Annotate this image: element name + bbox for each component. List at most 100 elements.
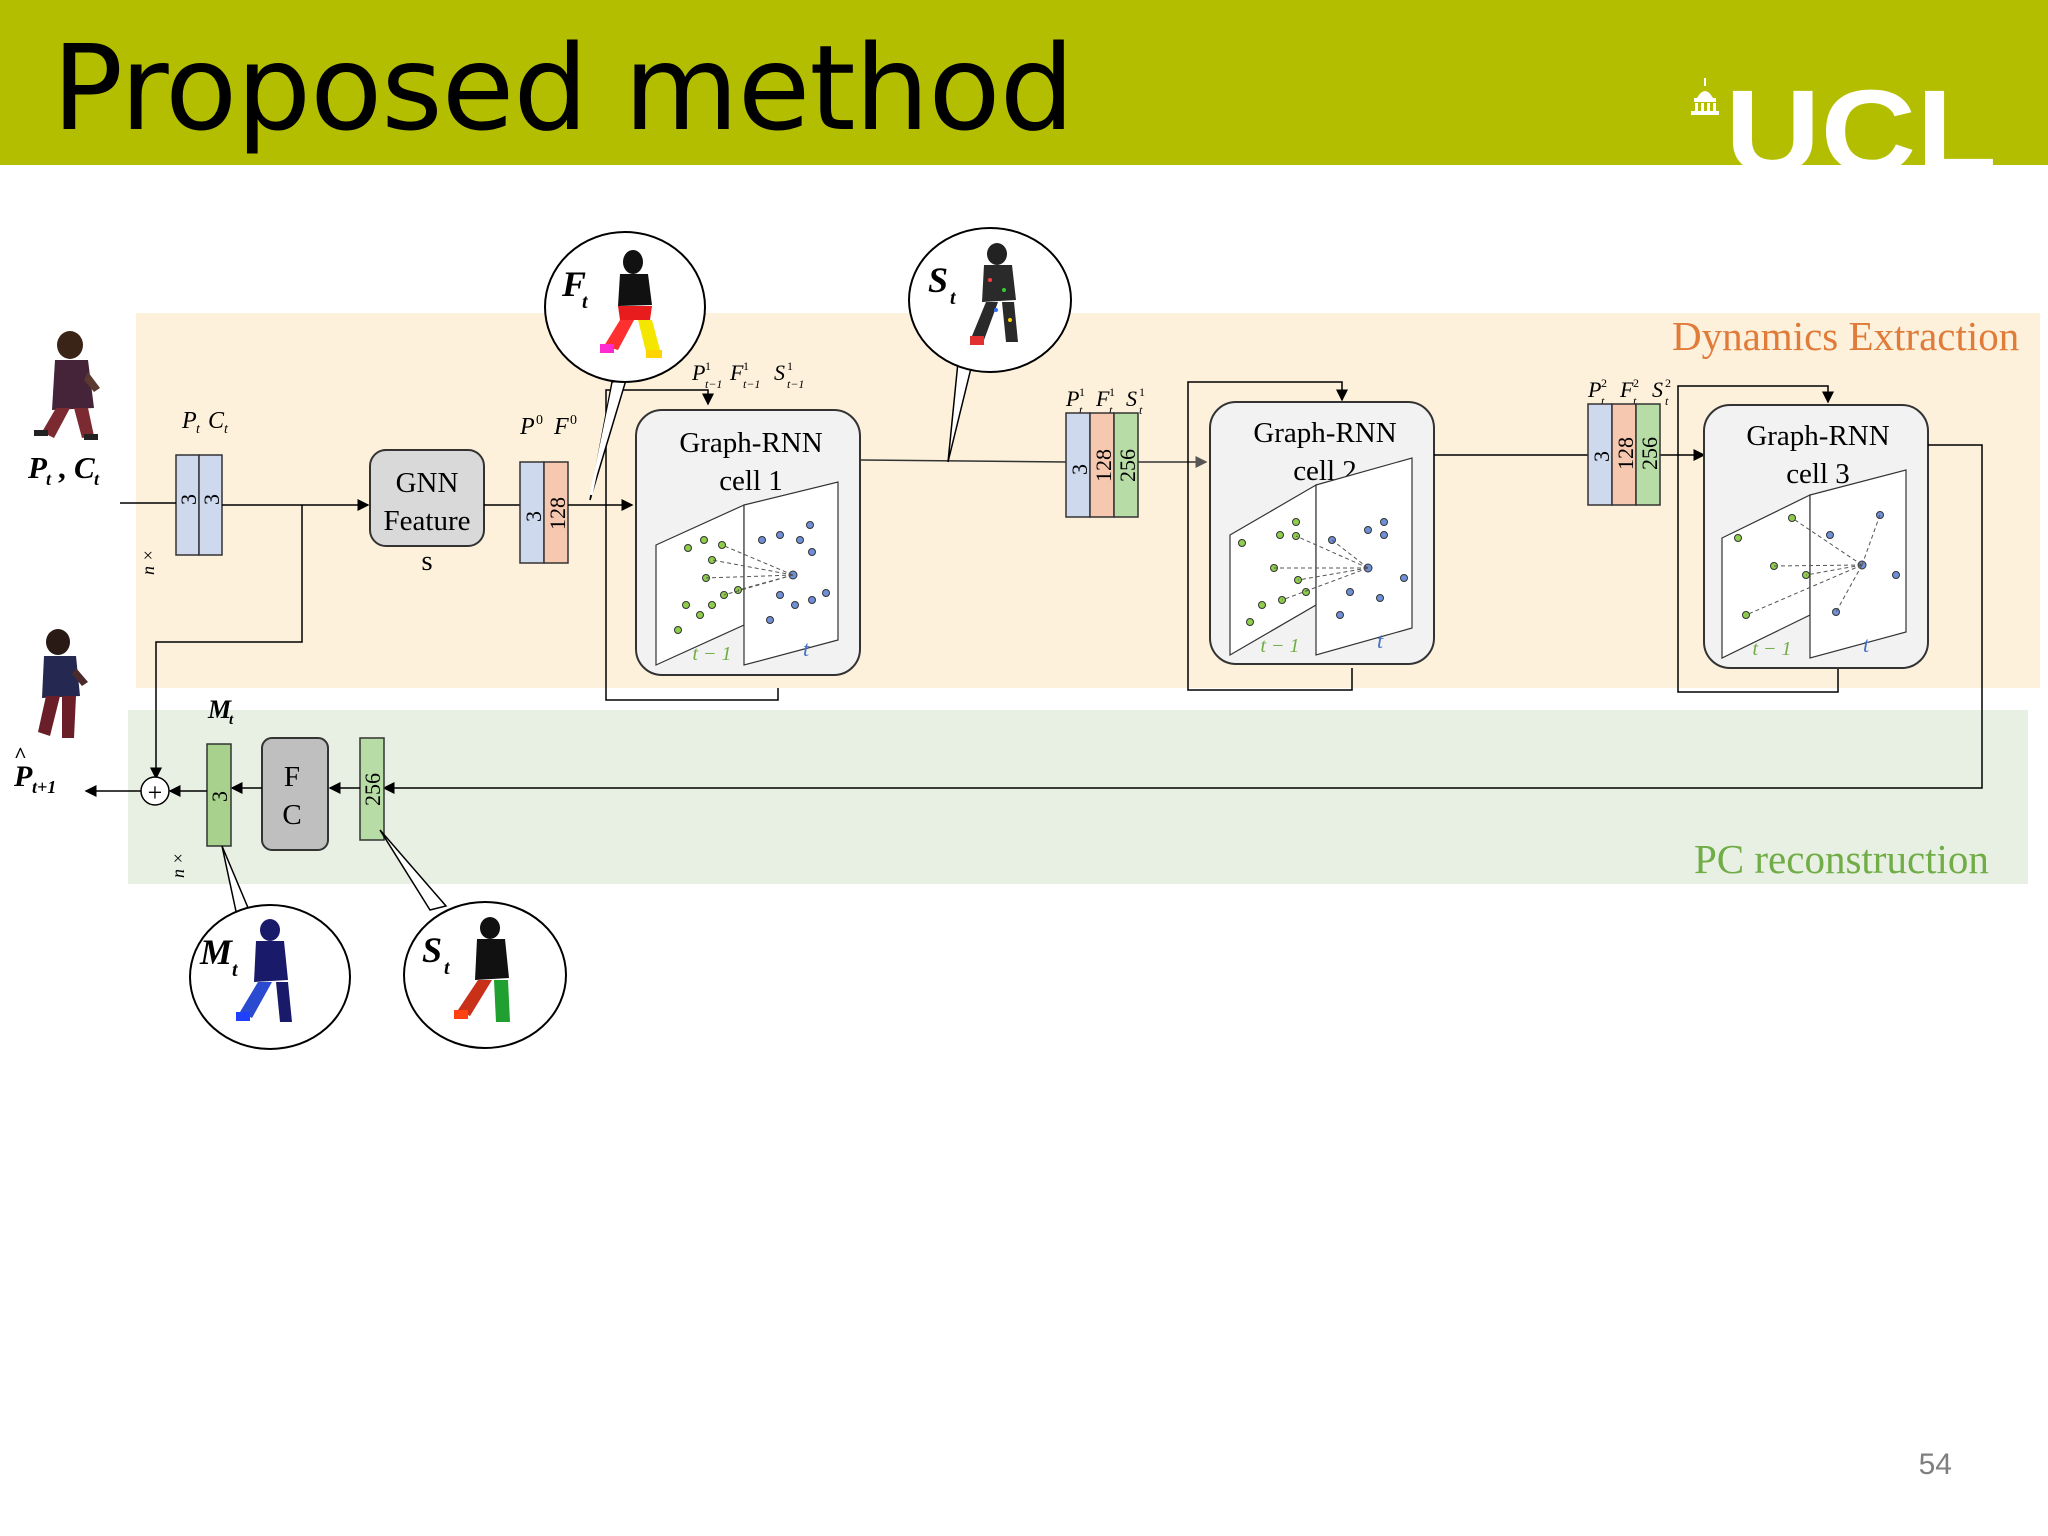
svg-text:128: 128 <box>1613 437 1638 470</box>
svg-text:C: C <box>74 450 95 485</box>
svg-text:3: 3 <box>1589 451 1614 462</box>
svg-text:2: 2 <box>1665 376 1671 390</box>
vector-0: P 0 F 0 3 128 <box>519 413 577 564</box>
svg-text:^: ^ <box>14 742 27 767</box>
svg-text:t: t <box>1633 394 1637 408</box>
svg-text:s: s <box>421 545 432 577</box>
svg-text:Graph-RNN: Graph-RNN <box>1253 417 1396 449</box>
svg-text:128: 128 <box>545 497 570 530</box>
svg-text:t−1: t−1 <box>787 377 804 391</box>
svg-text:P: P <box>691 360 705 385</box>
vector-1: P 1 t F 1 t S 1 t 3 128 256 <box>1065 385 1145 518</box>
svg-text:t: t <box>1079 403 1083 417</box>
svg-text:F: F <box>553 414 569 440</box>
svg-text:t: t <box>94 469 100 489</box>
svg-text:F: F <box>1095 386 1110 411</box>
svg-text:256: 256 <box>1637 437 1662 470</box>
svg-text:0: 0 <box>570 413 577 428</box>
portico-icon <box>1691 78 1719 115</box>
svg-text:P: P <box>27 450 48 485</box>
svg-text:t: t <box>1377 628 1384 653</box>
svg-text:t − 1: t − 1 <box>692 643 731 665</box>
svg-text:C: C <box>208 408 225 434</box>
n-times-label-bottom: n × <box>168 852 188 878</box>
svg-text:M: M <box>199 932 234 972</box>
graph-points <box>1734 511 1900 619</box>
svg-text:S: S <box>928 260 948 300</box>
svg-text:3: 3 <box>199 494 224 505</box>
input-vector: P t C t 3 3 <box>175 408 229 556</box>
svg-text:t: t <box>1601 394 1605 408</box>
recurrent-state-label-cell-1: P 1 t−1 F 1 t−1 S 1 t−1 <box>691 359 804 391</box>
svg-text:3: 3 <box>1067 464 1092 475</box>
graph-points <box>1238 518 1408 626</box>
n-times-label-top: n × <box>138 549 158 575</box>
ucl-logo: UCL <box>1691 76 1997 165</box>
states-callout-top: S t <box>908 227 1072 463</box>
svg-text:P: P <box>181 408 197 434</box>
svg-text:t+1: t+1 <box>32 777 56 797</box>
svg-text:,: , <box>58 450 66 485</box>
features-callout: F t <box>544 231 706 501</box>
svg-text:t: t <box>46 469 52 489</box>
svg-text:1: 1 <box>1109 385 1115 399</box>
svg-text:t: t <box>444 957 451 979</box>
graph-points <box>674 521 830 634</box>
motion-vector: M t 3 <box>206 695 234 847</box>
svg-text:P: P <box>13 760 33 793</box>
vector-2: P 2 t F 2 t S 2 t 3 128 256 <box>1587 376 1671 506</box>
page-title: Proposed method <box>52 19 1074 157</box>
svg-text:t: t <box>232 959 239 981</box>
svg-text:t: t <box>224 422 229 437</box>
gnn-feature-block: GNN Feature s <box>369 449 485 577</box>
svg-text:Graph-RNN: Graph-RNN <box>679 427 822 459</box>
svg-text:F: F <box>729 360 744 385</box>
svg-text:F: F <box>1619 377 1634 402</box>
svg-text:cell 3: cell 3 <box>1786 458 1850 490</box>
state-colored-person-icon <box>970 243 1018 345</box>
svg-text:1: 1 <box>743 359 749 373</box>
svg-text:t−1: t−1 <box>743 377 760 391</box>
svg-text:Feature: Feature <box>384 505 471 537</box>
svg-text:t: t <box>1139 403 1143 417</box>
svg-text:C: C <box>282 799 301 831</box>
svg-text:S: S <box>774 360 785 385</box>
graph-rnn-cell-1: Graph-RNN cell 1 t − 1 t <box>635 409 861 676</box>
svg-text:Graph-RNN: Graph-RNN <box>1746 420 1889 452</box>
input-person-figure <box>34 331 100 440</box>
svg-text:S: S <box>422 930 442 970</box>
svg-text:t: t <box>196 422 201 437</box>
svg-text:256: 256 <box>360 773 385 806</box>
svg-text:M: M <box>207 695 232 724</box>
output-person-figure <box>38 629 88 738</box>
pc-reconstruction-band <box>128 710 2028 884</box>
svg-text:t: t <box>229 712 234 728</box>
svg-text:P: P <box>1587 377 1601 402</box>
motion-colored-person-icon <box>236 919 292 1022</box>
header-bar <box>0 0 2048 165</box>
svg-text:2: 2 <box>1633 376 1639 390</box>
state-colored-person-icon-bottom <box>454 917 510 1022</box>
svg-text:3: 3 <box>176 494 201 505</box>
svg-text:2: 2 <box>1601 376 1607 390</box>
pc-reconstruction-label: PC reconstruction <box>1694 836 1989 882</box>
graph-rnn-cell-2: Graph-RNN cell 2 t − 1 t <box>1209 401 1435 665</box>
svg-text:t: t <box>1109 403 1113 417</box>
graph-rnn-cell-3: Graph-RNN cell 3 t − 1 t <box>1703 404 1929 669</box>
motion-callout: M t <box>189 845 351 1050</box>
svg-text:F: F <box>284 761 300 793</box>
svg-text:GNN: GNN <box>396 467 459 499</box>
slide-number: 54 <box>1918 1448 1952 1481</box>
fc-block: F C <box>261 737 329 851</box>
svg-text:S: S <box>1652 377 1663 402</box>
svg-text:0: 0 <box>536 413 543 428</box>
svg-text:t − 1: t − 1 <box>1752 638 1791 660</box>
svg-text:1: 1 <box>787 359 793 373</box>
feature-colored-person-icon <box>600 250 662 358</box>
svg-text:t: t <box>803 636 810 661</box>
svg-text:S: S <box>1126 386 1137 411</box>
states-callout-bottom: S t <box>379 829 567 1049</box>
svg-text:t: t <box>1665 394 1669 408</box>
svg-text:F: F <box>561 264 586 304</box>
